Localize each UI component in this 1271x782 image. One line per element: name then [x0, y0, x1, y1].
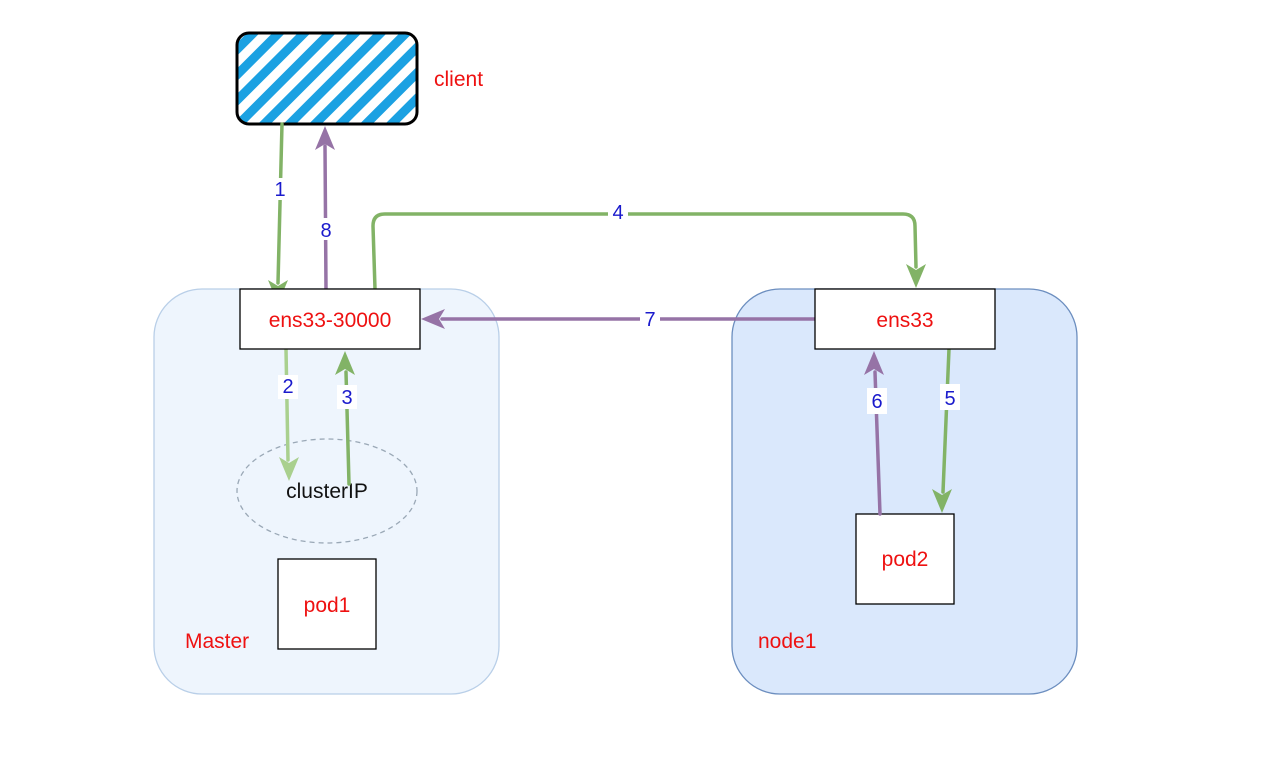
edge-2-label: 2	[282, 376, 293, 398]
client-node[interactable]: client	[235, 31, 483, 126]
cluster-ip-label: clusterIP	[286, 480, 368, 503]
edge-1-label: 1	[274, 179, 285, 201]
edge-3-label: 3	[341, 387, 352, 409]
node1-label: node1	[758, 630, 816, 653]
edge-4[interactable]: 4	[371, 201, 926, 291]
pod2-label: pod2	[882, 548, 929, 571]
edge-3[interactable]: 3	[335, 351, 357, 486]
cluster-ip-node[interactable]: clusterIP	[236, 438, 418, 544]
pod1-node[interactable]: pod1	[277, 558, 377, 650]
pod1-label: pod1	[304, 594, 351, 617]
edge-4-label: 4	[612, 202, 623, 224]
edge-6-label: 6	[871, 391, 882, 413]
client-box-icon[interactable]	[235, 31, 419, 126]
edge-1[interactable]: 1	[268, 122, 289, 304]
edge-7-label: 7	[644, 309, 655, 331]
edge-7[interactable]: 7	[421, 307, 817, 331]
edge-8-label: 8	[320, 220, 331, 242]
edge-8[interactable]: 8	[315, 126, 335, 291]
master-label: Master	[185, 630, 249, 653]
ens33-node[interactable]: ens33	[814, 288, 996, 350]
ens33-30000-node[interactable]: ens33-30000	[239, 288, 421, 350]
edge-5-label: 5	[944, 388, 955, 410]
node1-container[interactable]: node1	[731, 288, 1078, 695]
edge-6[interactable]: 6	[864, 351, 887, 516]
ens33-30000-label: ens33-30000	[269, 309, 392, 332]
client-label: client	[434, 68, 483, 91]
pod2-node[interactable]: pod2	[855, 513, 955, 605]
edge-2[interactable]: 2	[278, 347, 299, 481]
edge-5[interactable]: 5	[932, 347, 960, 513]
ens33-label: ens33	[876, 309, 933, 332]
